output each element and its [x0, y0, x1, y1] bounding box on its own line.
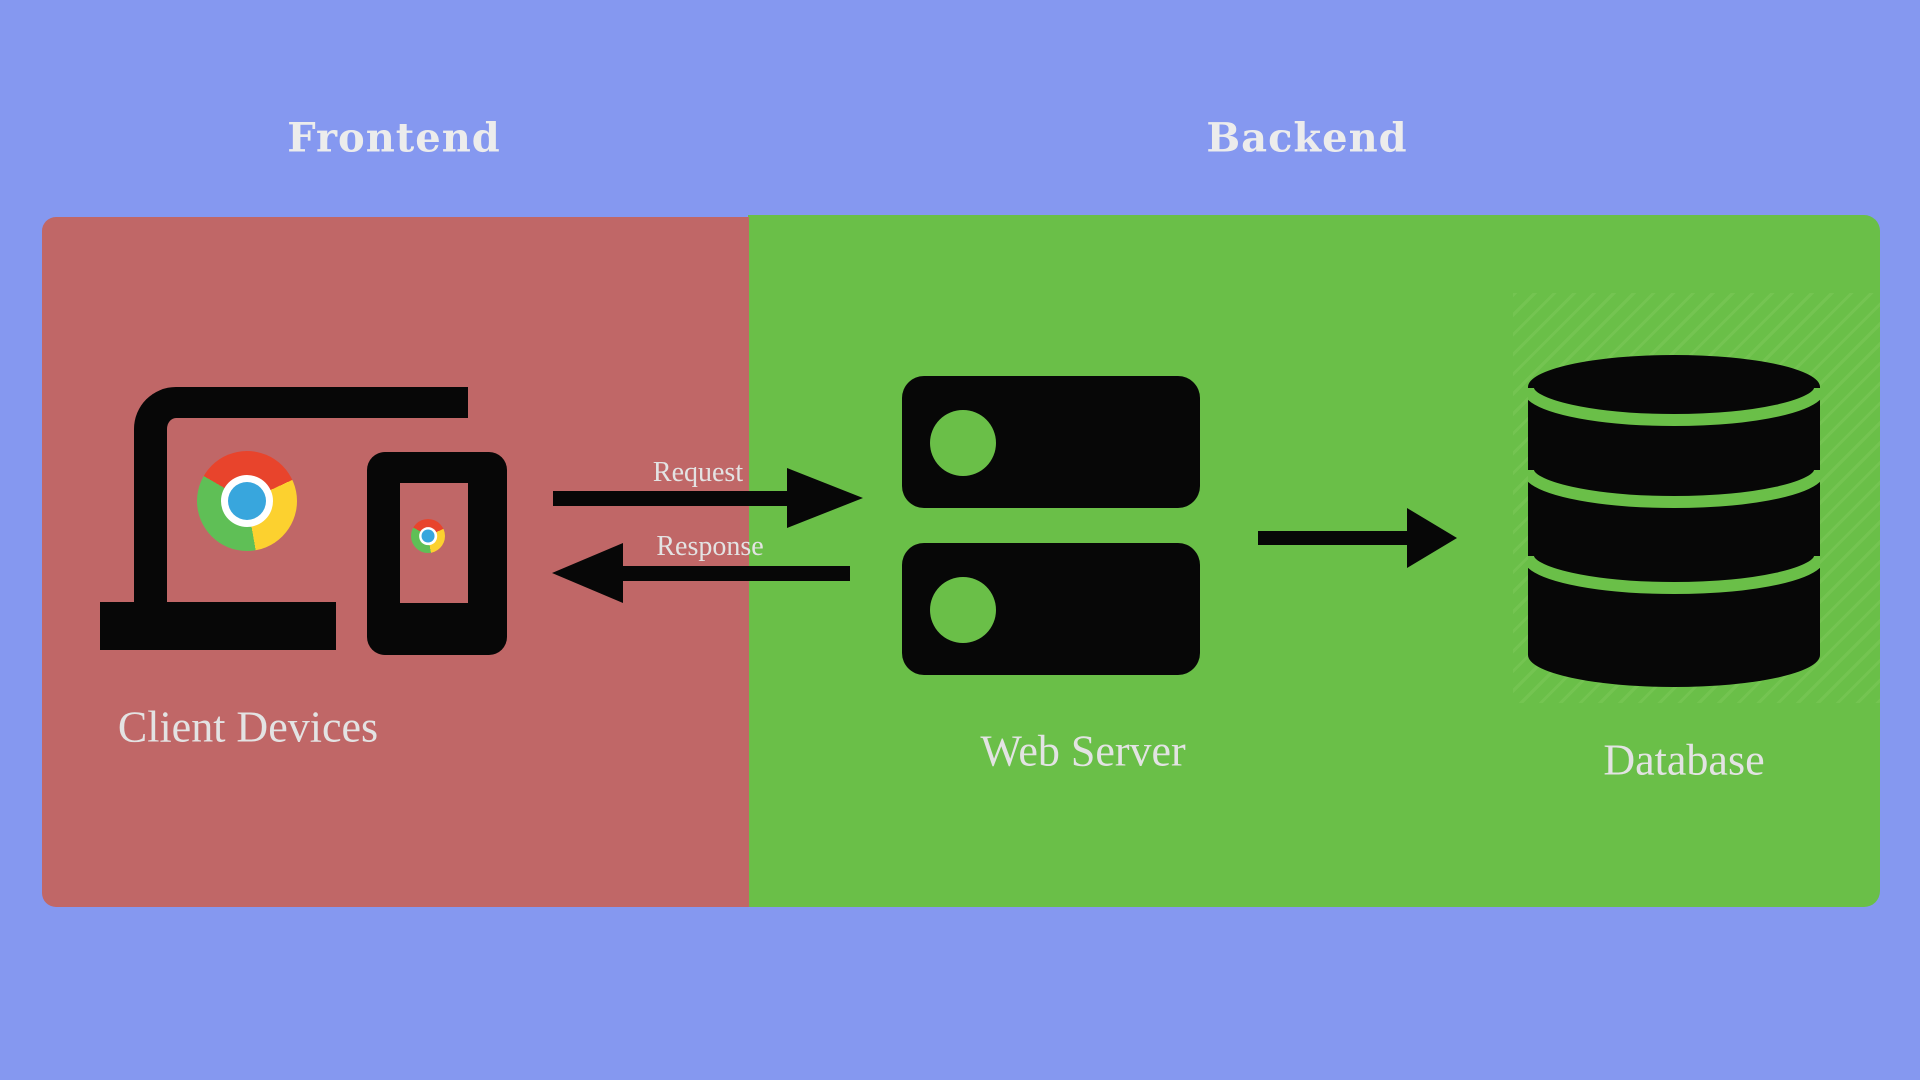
- laptop-icon: [134, 387, 468, 640]
- client-devices-label: Client Devices: [117, 702, 379, 752]
- arrow-right-icon: [787, 468, 863, 528]
- server-led-icon: [930, 577, 996, 643]
- server-led-icon: [930, 410, 996, 476]
- server-rack-icon: [902, 543, 1200, 675]
- chrome-logo-icon: [197, 451, 297, 551]
- laptop-base: [100, 602, 336, 650]
- arrow-right-icon: [1407, 508, 1457, 568]
- frontend-title: Frontend: [287, 114, 501, 162]
- request-arrow-shaft: [553, 491, 793, 506]
- chrome-pupil: [228, 482, 266, 520]
- response-label: Response: [656, 531, 764, 562]
- response-arrow-shaft: [620, 566, 850, 581]
- chrome-pupil: [421, 529, 435, 543]
- request-label: Request: [652, 457, 744, 488]
- database-icon: [1528, 355, 1820, 687]
- web-server-label: Web Server: [980, 726, 1186, 776]
- server-rack-icon: [902, 376, 1200, 508]
- database-label: Database: [1603, 735, 1765, 785]
- backend-title: Backend: [1206, 114, 1408, 162]
- arrow-left-icon: [552, 543, 623, 603]
- server-db-arrow-shaft: [1258, 531, 1410, 545]
- chrome-logo-small-icon: [411, 519, 445, 553]
